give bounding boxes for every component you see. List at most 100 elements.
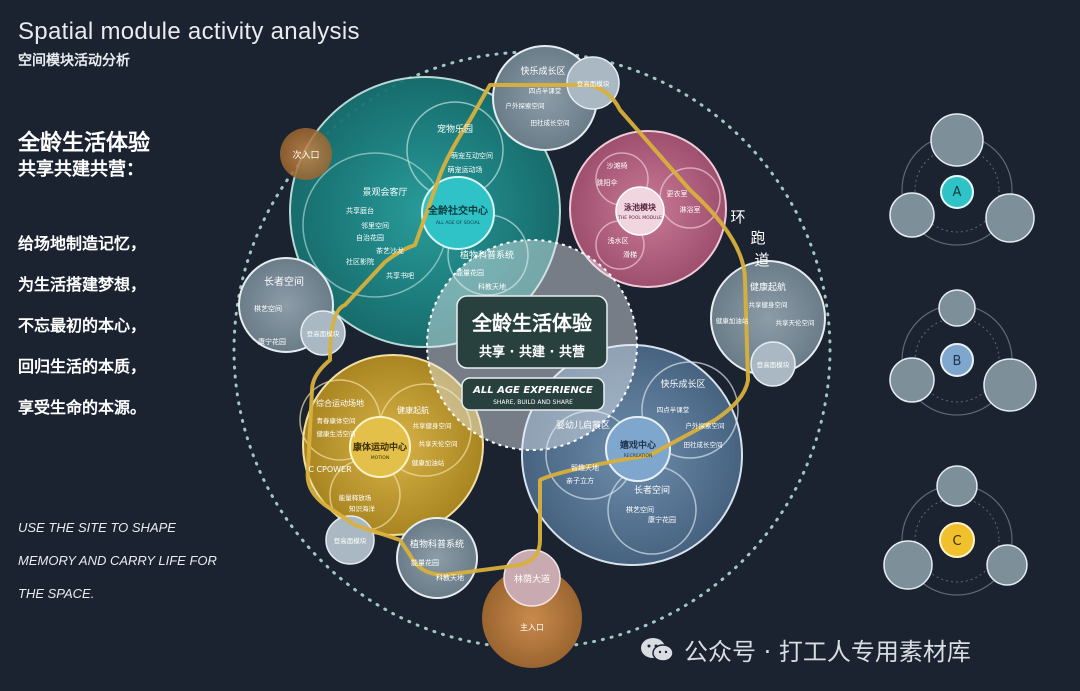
recreation-kids-item: 田社成长空间	[684, 440, 723, 449]
slogan-line: THE SPACE.	[18, 586, 95, 601]
kids-zone-top	[492, 45, 620, 151]
motion-hub-label: 康体运动中心	[353, 441, 407, 453]
pet-park-label: 宠物乐园	[437, 123, 473, 135]
social-hub-english: ALL AGE OF SOCIAL	[436, 220, 481, 226]
recreation-infant-item: 亲子立方	[566, 476, 594, 485]
fitness-title: 健康起航	[750, 281, 786, 293]
slogan-line: USE THE SITE TO SHAPE	[18, 520, 176, 535]
pet-area-label: 萌宠运动场	[448, 165, 483, 174]
verse-line: 享受生命的本源。	[18, 398, 147, 417]
pet-area-label: 萌宠互动空间	[451, 151, 493, 160]
pool-item-label: 滑梯	[623, 250, 637, 259]
verse-line: 给场地制造记忆，	[18, 234, 147, 253]
bottom-plant-item: 能量花园	[411, 558, 439, 567]
plant-lab-label: 植物科普系统	[460, 249, 514, 261]
social-item-label: 邻里空间	[361, 221, 389, 230]
top-kids-title: 快乐成长区	[520, 65, 565, 77]
bottom-plant-title: 植物科普系统	[410, 538, 464, 550]
elder-left-badge: 登高面模块	[307, 329, 340, 338]
elder-left-title: 长者空间	[264, 275, 304, 288]
page-subtitle: 空间模块活动分析	[18, 53, 130, 69]
plant-lab-item: 科教天地	[478, 282, 506, 291]
social-item-label: 共享书吧	[386, 271, 414, 280]
social-item-label: 茶艺沙龙	[376, 246, 404, 255]
top-badge-label: 登高面模块	[577, 79, 610, 88]
social-hub-label: 全龄社交中心	[427, 204, 488, 217]
avenue-label: 林荫大道	[514, 573, 550, 585]
social-item-label: 社区影院	[346, 257, 374, 266]
verse-line: 为生活搭建梦想，	[18, 275, 147, 294]
fitness-item: 共享健身空间	[749, 300, 788, 309]
module-b-diagram	[889, 289, 1037, 416]
central-title-panel	[456, 295, 608, 369]
motion-item-label: 青春康体空间	[317, 416, 356, 425]
module-c-letter: C	[952, 534, 961, 549]
english-slogan: USE THE SITE TO SHAPE MEMORY AND CARRY L…	[18, 520, 217, 619]
pool-item-label: 浅水区	[608, 236, 629, 245]
page-title: Spatial module activity analysis	[18, 18, 360, 45]
social-item-label: 共享庭台	[346, 206, 374, 215]
motion-zone	[299, 354, 484, 536]
verse-line: 回归生活的本质，	[18, 357, 147, 376]
left-subheading: 共享共建共营：	[18, 159, 144, 180]
recreation-elder-item: 棋艺空间	[626, 505, 654, 514]
recreation-infant-title: 婴幼儿启蒙区	[556, 419, 610, 431]
fitness-item: 共享天伦空间	[776, 318, 815, 327]
watermark: 公众号 · 打工人专用素材库	[640, 632, 971, 667]
running-track-label: 跑	[750, 229, 765, 247]
center-english-subtitle: SHARE, BUILD AND SHARE	[493, 399, 573, 406]
main-entry-bubble	[482, 568, 582, 668]
bottom-plant-item: 科教天地	[436, 573, 464, 582]
pool-hub-label: 泳池模块	[624, 202, 657, 212]
motion-fitness-item: 健康加油站	[412, 458, 445, 467]
top-kids-item: 四点半课堂	[529, 86, 562, 95]
left-heading: 全龄生活体验	[18, 131, 151, 156]
secondary-entry-label: 次入口	[292, 149, 319, 161]
fitness-badge: 登高面模块	[757, 360, 790, 369]
fitness-item: 健康加油站	[716, 316, 749, 325]
fitness-zone	[710, 260, 826, 387]
recreation-kids-title: 快乐成长区	[660, 378, 705, 390]
module-c-diagram	[883, 465, 1028, 596]
wechat-icon	[640, 637, 674, 663]
pool-item-label: 沙滩椅	[607, 161, 628, 170]
running-track-label: 环	[730, 208, 745, 226]
motion-fitness-item: 共享健身空间	[413, 421, 452, 430]
recreation-elder-item: 康宁花园	[648, 515, 676, 524]
central-english-panel	[461, 377, 605, 411]
social-item-label: 自治花园	[356, 233, 384, 242]
motion-item-label: 知识海洋	[349, 504, 376, 513]
motion-item-label: 能量释放场	[339, 493, 372, 502]
center-title: 全龄生活体验	[471, 311, 592, 335]
verse-list: 给场地制造记忆， 为生活搭建梦想， 不忘最初的本心， 回归生活的本质， 享受生命…	[18, 232, 146, 437]
center-english-title: ALL AGE EXPERIENCE	[472, 385, 593, 396]
top-kids-item: 户外探索空间	[506, 101, 545, 110]
recreation-infant-item: 智趣天地	[571, 463, 599, 472]
secondary-entry-bubble	[280, 128, 332, 180]
recreation-hub-english: RECREATION	[624, 453, 653, 459]
module-a-letter: A	[953, 185, 962, 200]
module-b-letter: B	[953, 354, 962, 369]
module-a-diagram	[889, 113, 1035, 246]
watermark-text: 公众号 · 打工人专用素材库	[684, 638, 971, 666]
pool-item-label: 淋浴室	[680, 205, 701, 214]
elder-left-item: 棋艺空间	[254, 304, 282, 313]
motion-hub-english: MOTION	[371, 455, 389, 461]
pool-zone	[569, 130, 727, 288]
motion-item-label: 综合运动场地	[316, 398, 364, 408]
center-subtitle: 共享 · 共建 · 共营	[479, 344, 585, 360]
pool-hub-english: THE POOL MODULE	[617, 215, 662, 221]
recreation-kids-item: 户外探索空间	[686, 421, 725, 430]
motion-fitness-item: 共享天伦空间	[419, 439, 458, 448]
slogan-line: MEMORY AND CARRY LIFE FOR	[18, 553, 217, 568]
pool-item-label: 更衣室	[667, 189, 688, 198]
motion-item-label: 健康生活空间	[317, 429, 356, 438]
verse-line: 不忘最初的本心，	[18, 316, 147, 335]
recreation-hub-label: 嬉戏中心	[619, 439, 656, 451]
pool-item-label: 跳阳伞	[597, 178, 618, 187]
running-track-label: 道	[754, 251, 769, 269]
top-kids-item: 田社成长空间	[531, 118, 570, 127]
running-track-path	[305, 83, 750, 577]
motion-fitness-label: 健康起航	[397, 405, 429, 415]
